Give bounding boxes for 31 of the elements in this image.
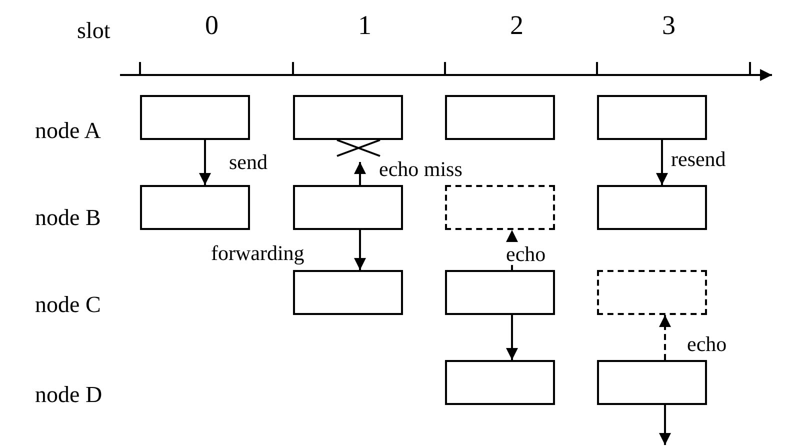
row-label: node B: [35, 205, 101, 231]
row-label: node A: [35, 118, 101, 144]
arrow: [199, 140, 211, 185]
slot-box: [445, 270, 555, 315]
slot-box: [445, 95, 555, 140]
axis-label: slot: [77, 18, 110, 44]
slot-box: [293, 95, 403, 140]
arrow: [506, 315, 518, 360]
arrow: [659, 405, 671, 445]
slot-box: [597, 185, 707, 230]
edge-label: forwarding: [210, 242, 306, 264]
slot-number: 1: [358, 12, 372, 38]
slot-box: [293, 270, 403, 315]
slot-number: 3: [662, 12, 676, 38]
dashed-slot-box: [445, 185, 555, 230]
slot-box: [597, 360, 707, 405]
slot-box: [293, 185, 403, 230]
arrow: [354, 162, 366, 185]
edge-label: echo: [505, 243, 547, 265]
slot-box: [140, 95, 250, 140]
slot-number: 2: [510, 12, 524, 38]
slot-box: [445, 360, 555, 405]
slot-number: 0: [205, 12, 218, 38]
arrow: [656, 140, 668, 185]
row-label: node D: [35, 382, 102, 408]
slot-box: [140, 185, 250, 230]
dashed-arrow: [659, 315, 671, 360]
dashed-slot-box: [597, 270, 707, 315]
slot-box: [597, 95, 707, 140]
arrow: [354, 230, 366, 270]
row-label: node C: [35, 292, 101, 318]
